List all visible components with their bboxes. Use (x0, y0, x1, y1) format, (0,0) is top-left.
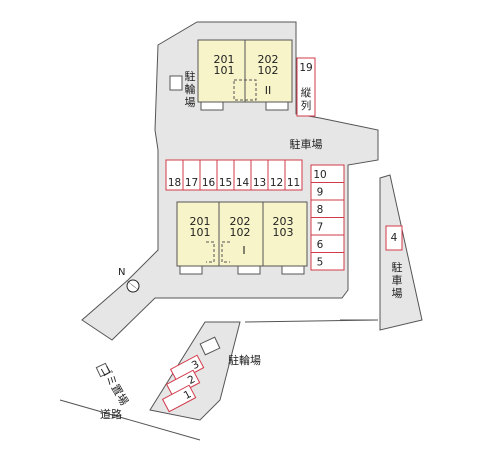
parking-space-10-number: 10 (313, 169, 326, 181)
parking-space-1-number: 1 (182, 388, 194, 402)
parking-space-1: 1 (161, 384, 197, 413)
building-1-step-3 (281, 265, 305, 275)
road-edge-2 (59, 399, 201, 441)
road-label: 道路 (100, 407, 122, 421)
parking-space-19-number: 19 (299, 62, 312, 74)
building-1-step-1 (179, 265, 203, 275)
east-parking-char-1: 駐 (392, 260, 403, 274)
bicycle-top-char-1: 駐 (185, 69, 196, 83)
building-1: 201 101 202 102 203 103 I (176, 201, 308, 275)
b1-unit3-top: 203 (273, 215, 294, 228)
parking-space-18-number: 18 (168, 177, 181, 189)
b1-unit2-top: 202 (230, 215, 251, 228)
parking-space-9-number: 9 (317, 187, 324, 199)
road-edge-3 (244, 319, 379, 323)
bicycle-shed-top-icon (169, 75, 183, 91)
building-1-stairs (206, 241, 230, 263)
building-2-step-right (265, 101, 289, 111)
parking-space-5-box (310, 252, 345, 271)
parking-space-3-number: 3 (190, 358, 202, 372)
north-arrow-pointer-icon (125, 279, 140, 291)
bicycle-shed-bottom-icon (199, 336, 221, 356)
b2-unit2-top: 202 (258, 53, 279, 66)
parking-bottom-group: 321 (161, 354, 205, 413)
parking-space-7-number: 7 (317, 222, 324, 234)
building-1-name: I (242, 244, 245, 257)
parking-space-6-number: 6 (317, 239, 324, 251)
garbage-label: ゴミ置場 (97, 363, 131, 408)
building-1-body (176, 201, 308, 267)
north-label: N (118, 267, 125, 278)
parking-space-16-number: 16 (202, 177, 216, 189)
bicycle-bottom-label: 駐輪場 (228, 353, 261, 367)
parking-space-14-number: 14 (236, 177, 250, 189)
bicycle-top-char-2: 輪 (185, 82, 196, 96)
b1-unit3-bottom: 103 (273, 226, 294, 239)
parking-space-11-box (284, 159, 303, 191)
garbage-box-icon (95, 362, 111, 378)
parking-space-2-number: 2 (186, 373, 198, 387)
b2-unit1-bottom: 101 (214, 64, 235, 77)
parking-space-4-number: 4 (391, 232, 398, 244)
parking-space-1-box (161, 384, 197, 413)
parking-vertical-label-2: 列 (301, 99, 312, 112)
parking-space-12-number: 12 (270, 177, 283, 189)
building-2-stairs (233, 79, 257, 101)
parking-column-right: 10 9 8 7 6 5 (310, 164, 345, 271)
b1-unit1-bottom: 101 (190, 226, 211, 239)
east-parking-strip (379, 174, 423, 331)
parking-vertical-label-1: 縦 (301, 86, 312, 99)
parking-space-4: 4 (385, 225, 403, 251)
bicycle-top-char-3: 場 (185, 96, 196, 109)
building-1-step-2 (237, 265, 261, 275)
parking-space-19: 19 縦 列 (296, 57, 316, 117)
parking-space-5-number: 5 (317, 257, 324, 269)
b1-unit1-top: 201 (190, 215, 211, 228)
parking-space-8-number: 8 (317, 204, 324, 216)
main-parking-label: 駐車場 (290, 137, 323, 151)
east-parking-char-3: 場 (392, 287, 403, 300)
north-arrow: N (118, 267, 140, 293)
parking-space-15-number: 15 (219, 177, 232, 189)
parking-space-19-box (296, 57, 316, 117)
b2-unit2-bottom: 102 (258, 64, 279, 77)
b2-unit1-top: 201 (214, 53, 235, 66)
east-parking-char-2: 車 (392, 273, 403, 287)
parking-space-11-number: 11 (287, 177, 300, 189)
building-2-step-left (200, 101, 224, 111)
parking-space-4-box (385, 225, 403, 251)
building-2-name: II (265, 84, 272, 97)
b1-unit2-bottom: 102 (230, 226, 251, 239)
parking-space-13-number: 13 (253, 177, 266, 189)
building-2: 201 101 202 102 II (197, 39, 293, 111)
parking-space-17-number: 17 (185, 177, 198, 189)
